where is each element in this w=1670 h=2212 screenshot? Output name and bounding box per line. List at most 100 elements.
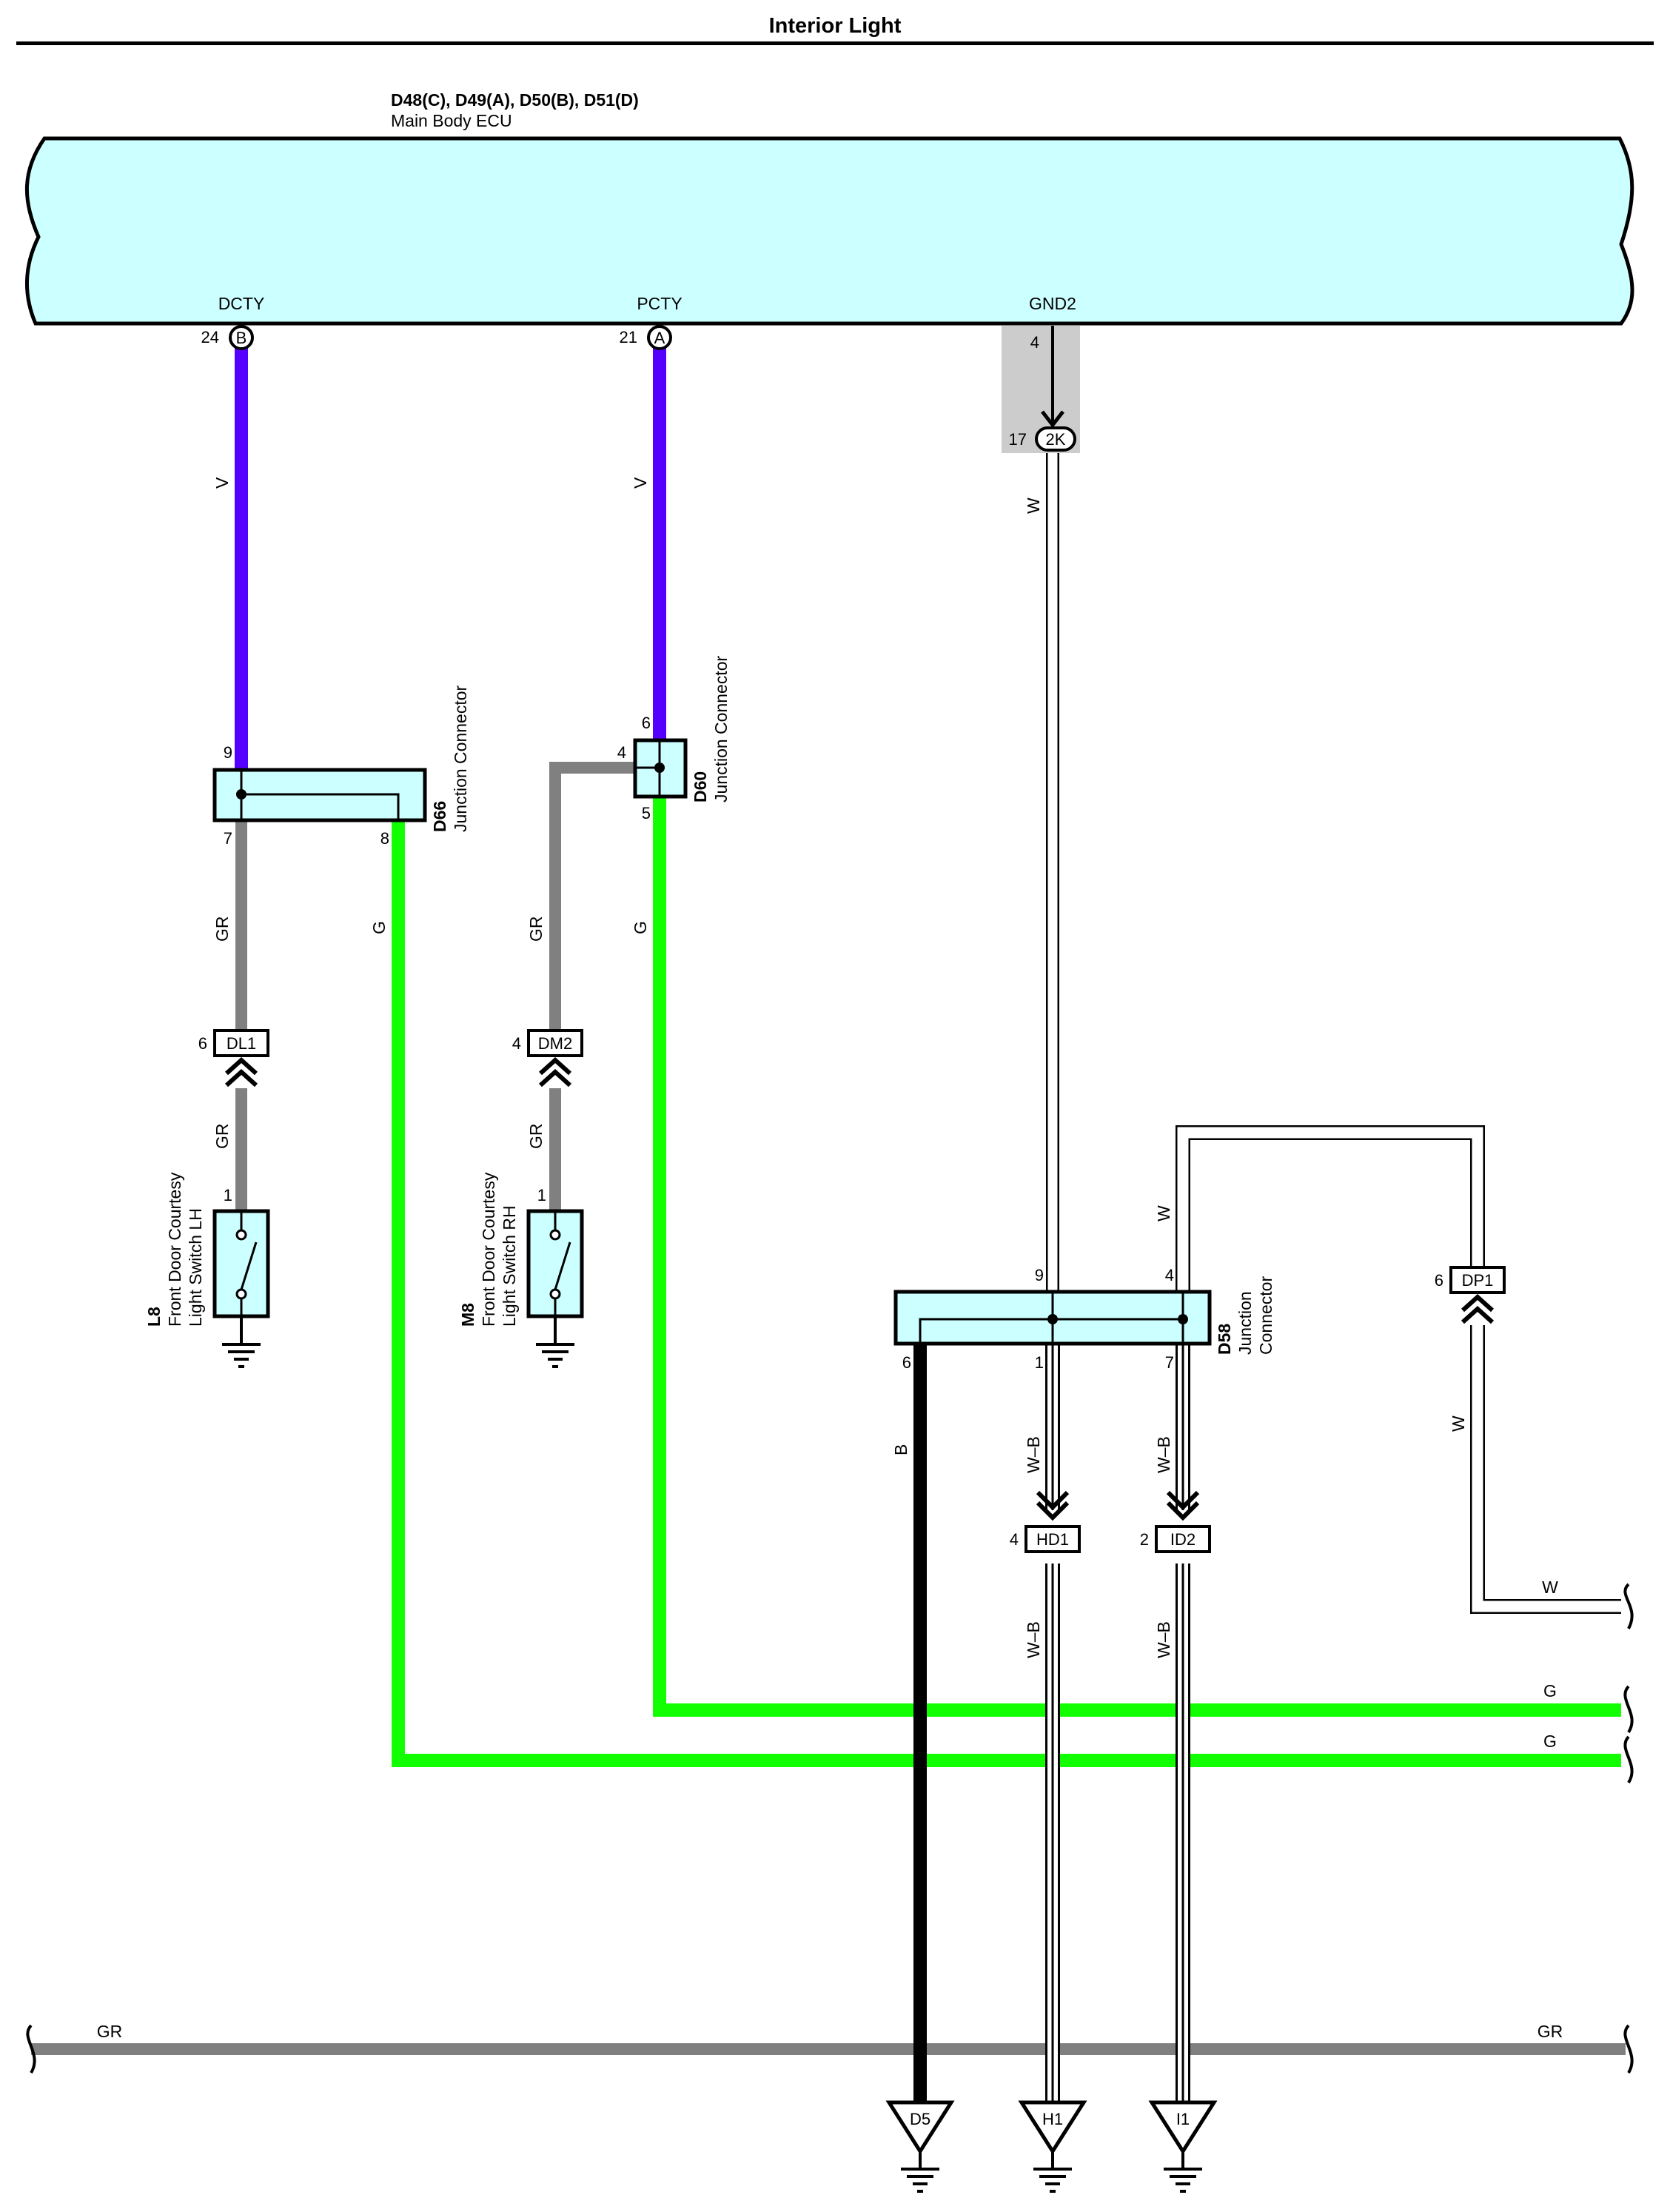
switch-m8-pin: 1 [537,1186,546,1204]
d60-name: Junction Connector [711,655,731,802]
wire-white-dp1 [1176,1125,1621,1614]
connector-dl1 [213,1029,269,1057]
wire-label-v-2: V [631,477,650,489]
d66-pin-a: 7 [224,829,232,848]
d66-pin-in: 9 [224,743,232,762]
pin-2k: 17 [1009,430,1027,449]
connector-dl1-pin: 6 [198,1034,207,1053]
d58-pin-1: 1 [1035,1353,1044,1372]
ecu-name: Main Body ECU [391,111,512,130]
d58-code: D58 [1215,1324,1234,1355]
wire-label-gr-3: GR [526,916,546,942]
connector-id2-label: ID2 [1170,1530,1196,1549]
ground-h1 [1018,2100,1087,2193]
splice-2k-marker [1035,426,1076,452]
switch-l8-pin: 1 [224,1186,232,1204]
d60-pin-in: 6 [642,714,651,732]
wire-label-gr-right: GR [1537,2022,1563,2041]
junction-d66-node [236,789,247,800]
switch-m8-name-1: Front Door Courtesy [479,1172,498,1327]
wire-label-wb-3: W–B [1024,1621,1043,1658]
pin-dcty: 24 [201,328,219,346]
junction-d58-node-9 [1047,1314,1058,1324]
d60-pin-a: 4 [617,743,626,762]
switch-m8-code: M8 [458,1303,477,1327]
wire-label-g-2: G [631,921,650,934]
switch-l8-name-1: Front Door Courtesy [165,1172,184,1327]
pin-gnd2: 4 [1030,333,1039,352]
splice-2k-label: 2K [1046,430,1066,449]
connector-dp1 [1449,1266,1506,1294]
wire-label-g-1: G [369,921,389,934]
wire-label-w-1: W [1024,497,1043,514]
wire-label-w-2: W [1154,1205,1173,1221]
connector-hd1-pin: 4 [1010,1530,1019,1549]
switch-l8-code: L8 [144,1307,164,1327]
wire-label-gr-4: GR [526,1124,546,1150]
d58-pin-4: 4 [1165,1266,1174,1284]
connector-dl1-arrow-icon [224,1056,258,1087]
ground-i1 [1148,2100,1218,2193]
d58-pin-6: 6 [902,1353,911,1372]
wire-label-v-1: V [212,477,232,489]
wire-label-g-right-2: G [1543,1732,1557,1751]
junction-d66-branch [241,793,400,820]
connector-hd1 [1025,1525,1081,1553]
ground-i1-label: I1 [1176,2110,1190,2128]
ecu-codes: D48(C), D49(A), D50(B), D51(D) [391,90,639,110]
connector-hd1-label: HD1 [1036,1530,1069,1549]
wire-label-wb-4: W–B [1154,1621,1173,1658]
wire-label-wb-1: W–B [1024,1436,1043,1473]
connector-dm2-pin: 4 [512,1034,521,1053]
d66-code: D66 [430,801,449,832]
connector-dm2-arrow-icon [538,1056,572,1087]
terminal-dcty: DCTY [218,294,265,313]
wire-label-gr-left: GR [97,2022,123,2041]
switch-m8 [526,1209,584,1318]
line-break-markers [26,1583,1634,2074]
connector-hd1-arrow-icon [1036,1490,1070,1521]
d58-pin-9: 9 [1035,1266,1044,1284]
junction-d58-node-4 [1178,1314,1188,1324]
connector-dp1-arrow-icon [1461,1293,1495,1324]
wire-label-w-right: W [1542,1578,1558,1597]
ground-d5-label: D5 [910,2110,930,2128]
wire-label-w-3: W [1449,1415,1468,1432]
terminal-pcty: PCTY [637,294,682,313]
wire-green-d66 [392,820,1621,1767]
wire-label-b: B [891,1444,911,1455]
diagram-title: Interior Light [769,14,902,38]
connector-id2-arrow-icon [1166,1490,1200,1521]
wire-label-wb-2: W–B [1154,1436,1173,1473]
wire-label-g-right-1: G [1543,1681,1557,1700]
junction-d60-node [654,763,665,773]
connector-dl1-label: DL1 [227,1034,256,1053]
wire-label-gr-1: GR [212,916,232,942]
title-rule [16,41,1654,45]
connector-a-marker [647,325,672,350]
connector-dp1-label: DP1 [1462,1271,1494,1290]
d66-pin-b: 8 [380,829,389,848]
gnd2-arrow-icon [1041,410,1064,429]
d58-name: Junction [1235,1291,1255,1355]
d66-name: Junction Connector [451,685,470,832]
wire-gray-d60-dm2 [549,762,635,1030]
wire-label-gr-2: GR [212,1124,232,1150]
switch-l8-name-2: Light Switch LH [186,1208,205,1327]
connector-id2-pin: 2 [1140,1530,1149,1549]
ground-d5 [885,2100,955,2193]
connector-id2 [1155,1525,1211,1553]
wire-green-d60 [653,797,1621,1717]
connector-b-letter: B [236,329,247,347]
d58-name-2: Connector [1256,1276,1275,1355]
d60-pin-b: 5 [642,804,651,822]
ground-h1-label: H1 [1042,2110,1063,2128]
junction-d58-bus [919,1318,1183,1344]
switch-l8 [212,1209,270,1318]
connector-dm2-label: DM2 [538,1034,572,1053]
main-body-ecu [24,136,1634,326]
connector-b-marker [229,325,254,350]
ground-icon-l8 [222,1316,261,1368]
connector-dp1-pin: 6 [1435,1271,1443,1290]
ground-icon-m8 [536,1316,574,1368]
